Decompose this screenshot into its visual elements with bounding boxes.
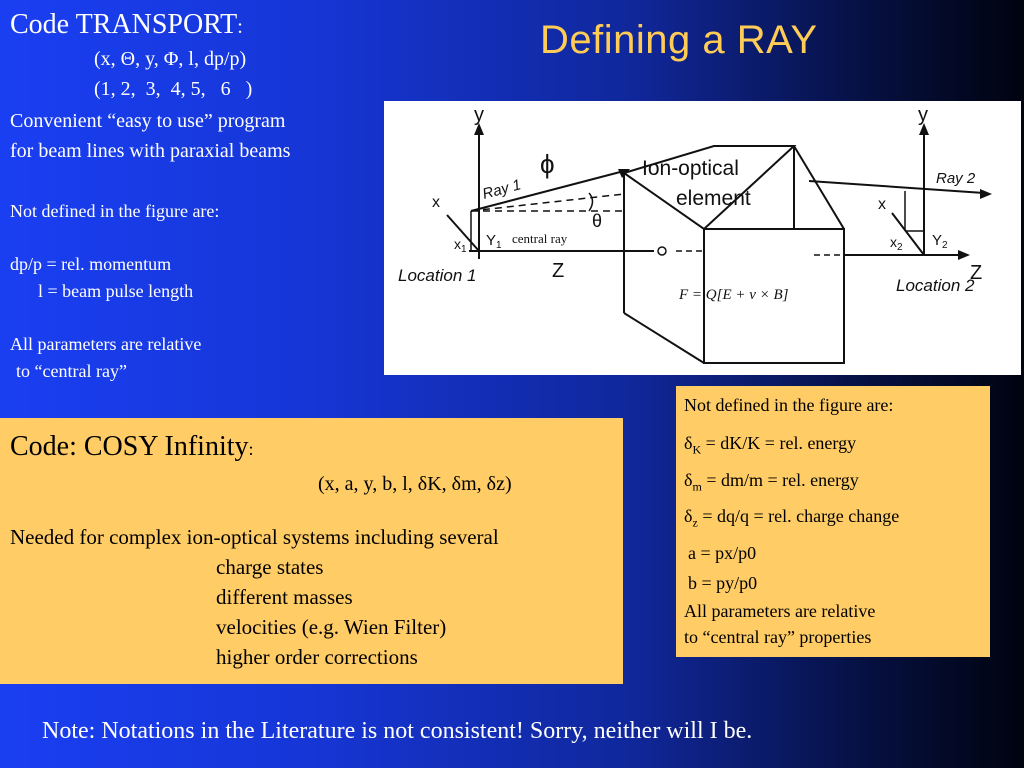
fig-z-right: Z <box>970 262 982 284</box>
transport-notes-dp: dp/p = rel. momentum <box>10 254 172 274</box>
cosy-heading: Code: COSY Infinity: <box>10 430 613 466</box>
transport-notes: Not defined in the figure are: dp/p = re… <box>10 198 219 385</box>
cosy-colon: : <box>248 439 254 459</box>
cosy-item-velocities: velocities (e.g. Wien Filter) <box>216 615 447 639</box>
cosy-notes-dz: δz = dq/q = rel. charge change <box>684 506 900 530</box>
fig-x-right: x <box>878 196 886 213</box>
cosy-tuple: (x, a, y, b, l, δK, δm, δz) <box>318 473 512 495</box>
fig-y-right: y <box>918 104 928 126</box>
cosy-item-charge-states: charge states <box>216 555 324 579</box>
fig-x-left: x <box>432 194 440 211</box>
fig-theta: θ <box>592 211 602 231</box>
cosy-notes-b: b = py/p0 <box>688 572 758 593</box>
transport-colon: : <box>237 16 243 38</box>
cosy-notes-a: a = px/p0 <box>688 542 757 563</box>
fig-element-line2: element <box>676 187 751 210</box>
transport-section: Code TRANSPORT: (x, Θ, y, Φ, l, dp/p) (1… <box>10 8 380 166</box>
cosy-notes-dk: δK = dK/K = rel. energy <box>684 433 857 457</box>
cosy-needed: Needed for complex ion-optical systems i… <box>10 525 499 549</box>
cosy-item-masses: different masses <box>216 585 353 609</box>
transport-code-label: Code TRANSPORT <box>10 9 238 40</box>
cosy-notes: Not defined in the figure are: δK = dK/K… <box>676 386 990 657</box>
cosy-notes-heading: Not defined in the figure are: <box>684 395 894 415</box>
transport-heading: Code TRANSPORT: <box>10 8 380 44</box>
fig-central-ray: central ray <box>512 231 568 246</box>
transport-tuple-symbols: (x, Θ, y, Φ, l, dp/p) <box>94 48 247 70</box>
fig-location2: Location 2 <box>896 276 975 295</box>
fig-force-equation: F = Q[E + v × B] <box>678 287 789 303</box>
cosy-notes-relative-2: to “central ray” properties <box>684 626 872 647</box>
transport-description-line2: for beam lines with paraxial beams <box>10 140 291 162</box>
cosy-item-higher-order: higher order corrections <box>216 645 418 669</box>
cosy-notes-relative-1: All parameters are relative <box>684 600 876 621</box>
fig-y-left: y <box>474 104 484 126</box>
transport-notes-l: l = beam pulse length <box>38 281 194 301</box>
fig-phi: ϕ <box>540 149 555 179</box>
fig-x2: x2 <box>890 234 903 253</box>
fig-location1: Location 1 <box>398 266 476 285</box>
footer-note: Note: Notations in the Literature is not… <box>42 718 753 744</box>
fig-ray2: Ray 2 <box>936 170 976 187</box>
transport-tuple-indices: (1, 2, 3, 4, 5, 6 ) <box>94 78 253 100</box>
transport-notes-relative-2: to “central ray” <box>16 361 127 381</box>
transport-notes-heading: Not defined in the figure are: <box>10 201 220 221</box>
slide-title: Defining a RAY <box>540 18 818 62</box>
ray-diagram: y Z x x1 Y1 central ray Ray 1 ϕ θ Locati… <box>384 101 1021 375</box>
fig-element-line1: Ion-optical <box>642 157 739 180</box>
cosy-notes-dm: δm = dm/m = rel. energy <box>684 469 859 494</box>
fig-z: Z <box>552 260 564 282</box>
transport-notes-relative-1: All parameters are relative <box>10 334 202 354</box>
transport-description-line1: Convenient “easy to use” program <box>10 110 286 132</box>
fig-x1: x1 <box>454 236 467 255</box>
fig-y2: Y2 <box>932 232 948 251</box>
fig-y1: Y1 <box>486 232 502 251</box>
cosy-section: Code: COSY Infinity: (x, a, y, b, l, δK,… <box>0 418 623 684</box>
cosy-code-label: Code: COSY Infinity <box>10 431 249 462</box>
